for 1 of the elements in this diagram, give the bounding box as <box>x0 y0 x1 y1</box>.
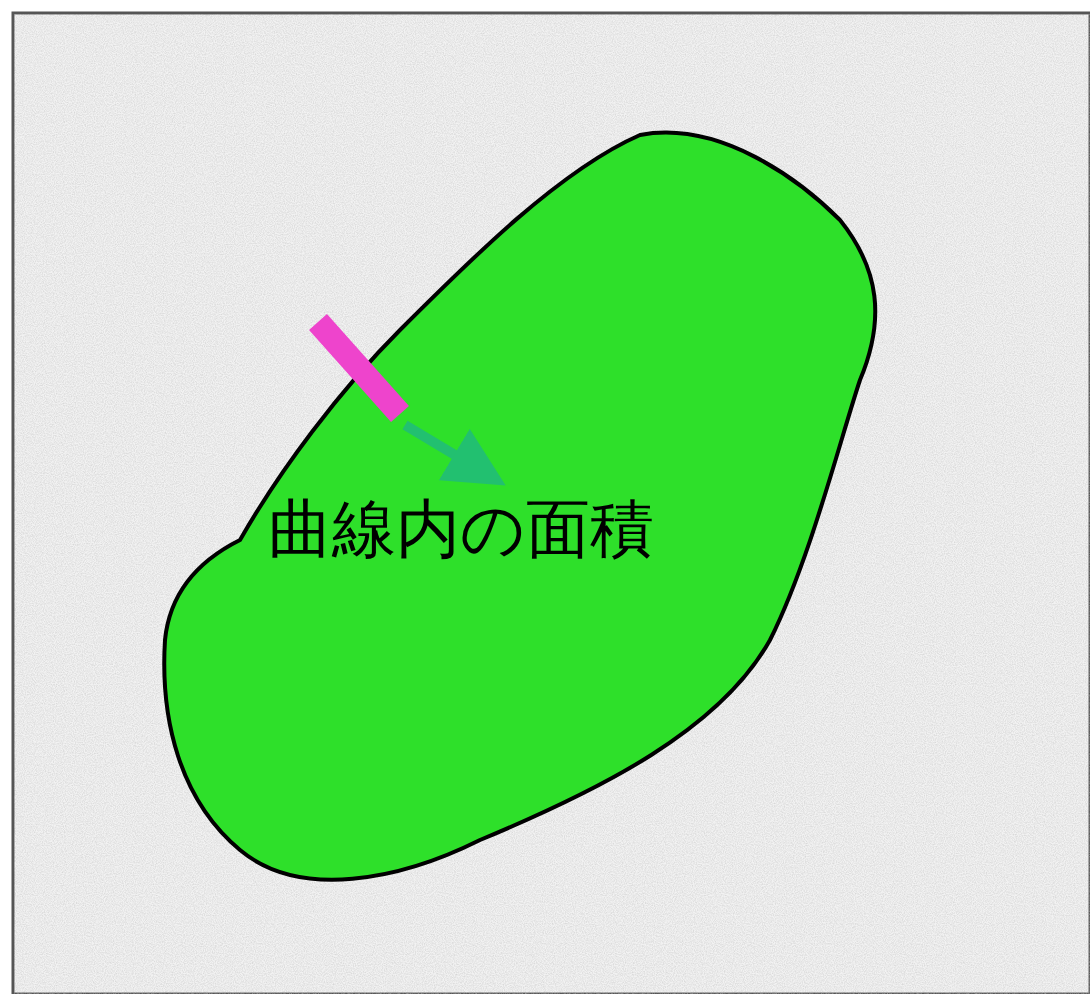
area-label: 曲線内の面積 <box>268 497 654 561</box>
